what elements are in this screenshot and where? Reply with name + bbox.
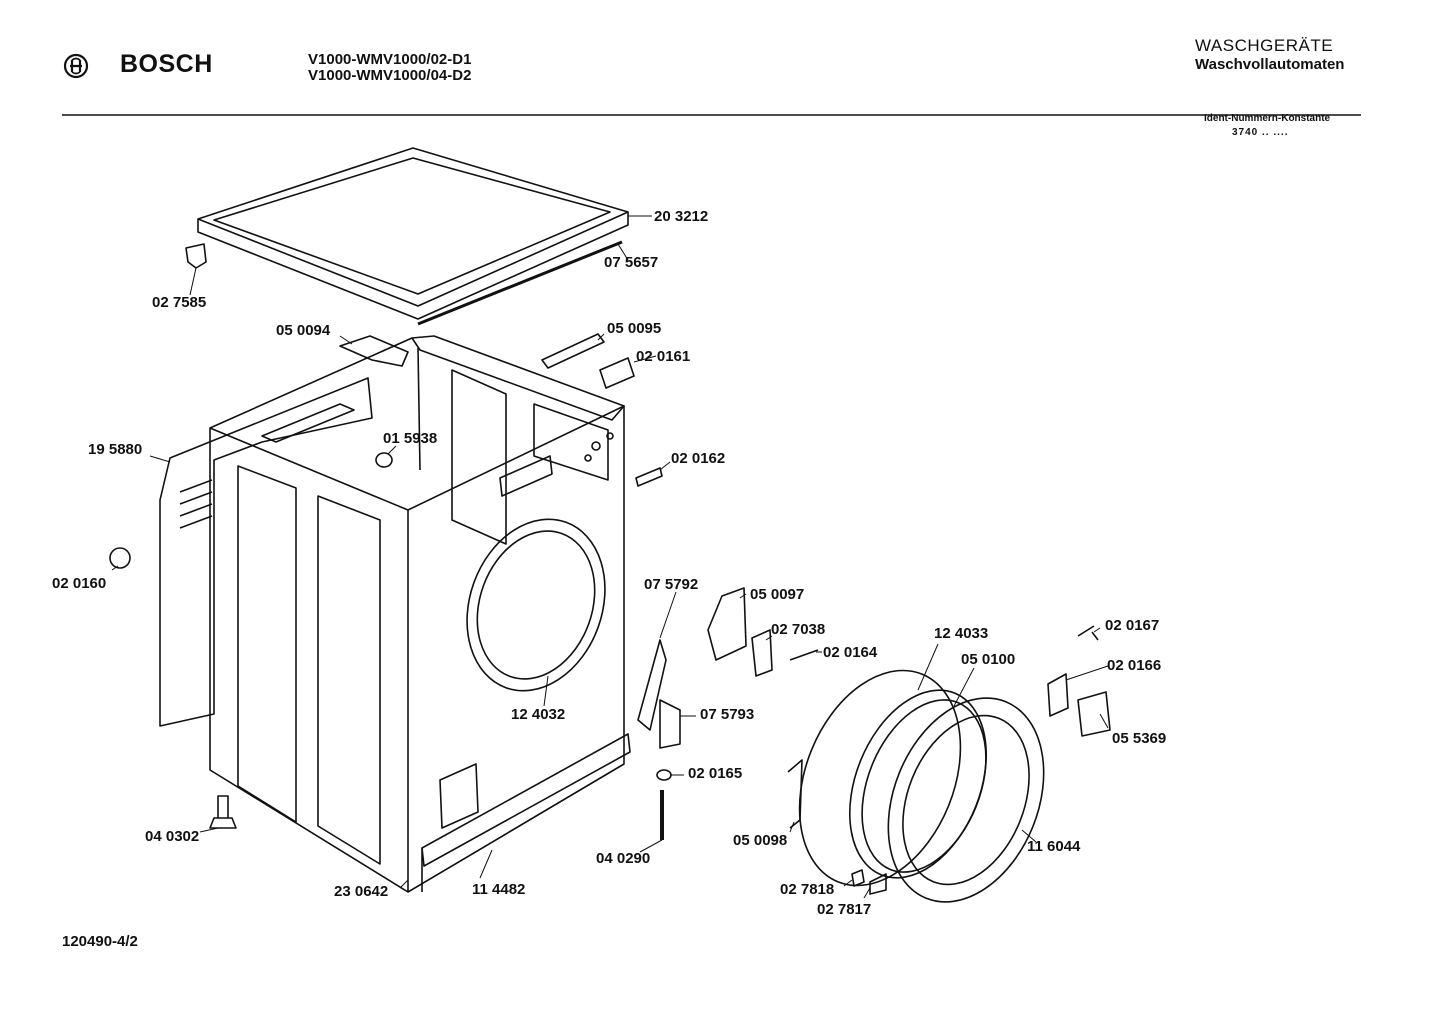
part-label: 23 0642 [334,883,389,900]
ident-label: Ident-Nummern-Konstante [1204,113,1331,124]
bracket-part [599,357,635,389]
part-label: 02 0166 [1107,657,1162,674]
door-frame [902,714,1030,886]
part-label: 20 3212 [654,208,709,225]
screw-part [789,649,819,661]
part-label: 05 0094 [276,322,331,339]
part-label: 05 0097 [750,586,805,603]
part-label: 02 7817 [817,901,872,918]
door-frame [887,697,1045,903]
part-label: 02 0167 [1105,617,1160,634]
part-label: 02 7585 [152,294,207,311]
bracket-part [541,333,605,369]
foot-part [209,795,237,829]
part-label: 02 0165 [688,765,743,782]
part-label: 12 4032 [511,706,566,723]
part-label: 19 5880 [88,441,143,458]
part-label: 04 0302 [145,828,200,845]
part-label: 02 0164 [823,644,878,661]
brand-name: BOSCH [120,50,213,78]
grommet-part [375,452,393,468]
lock-part [751,629,773,677]
model-line-1: V1000-WMV1000/02-D1 [308,51,472,68]
part-label: 02 0160 [52,575,107,592]
control-cutout [499,455,553,497]
screw-part [851,869,865,887]
model-line-2: V1000-WMV1000/04-D2 [308,67,472,84]
part-label: 02 0161 [636,348,691,365]
top-cover-part [197,147,629,320]
handle-part [1077,691,1111,737]
part-label: 12 4033 [934,625,989,642]
part-label: 02 7818 [780,881,835,898]
frame-rear-post [417,347,421,471]
spring-part [1077,625,1099,641]
part-label: 01 5938 [383,430,438,447]
frame-top-part [411,335,625,421]
part-label: 11 4482 [472,881,526,898]
bracket-part [339,335,409,367]
door-gasket [861,699,987,873]
bracket-part [185,243,207,269]
hinge-block [659,699,681,749]
clip-part [635,467,663,487]
ident-value: 3740 .. .... [1232,127,1289,138]
part-label: 02 7038 [771,621,826,638]
frame-side-panel [451,369,507,545]
service-hatch [439,763,479,829]
part-label: 04 0290 [596,850,651,867]
seal-strip-part [417,240,623,326]
part-label: 07 5793 [700,706,755,723]
hinge-part [637,639,667,731]
part-label: 05 0098 [733,832,788,849]
part-label: 11 6044 [1027,838,1081,855]
door-bowl [798,669,962,887]
document-number: 120490-4/2 [62,933,138,950]
frame-side-panel [533,403,609,481]
bush-part [656,769,672,781]
bosch-logo-icon [63,53,89,79]
category-subtitle: Waschvollautomaten [1195,56,1345,73]
part-label: 05 5369 [1112,730,1167,747]
part-label: 05 0100 [961,651,1016,668]
part-label: 07 5657 [604,254,659,271]
header-divider [62,114,1361,116]
rear-side-panel [159,377,373,727]
handle-part [1047,673,1069,717]
cabinet-part [209,337,625,893]
lock-part [707,587,747,661]
category-title: WASCHGERÄTE [1195,36,1334,55]
part-label: 05 0095 [607,320,662,337]
door-opening [466,518,606,692]
part-label: 02 0162 [671,450,726,467]
plinth-part [421,733,631,867]
clip-part [109,547,131,569]
washer-part [869,873,887,895]
bracket-part [787,759,803,829]
part-label: 07 5792 [644,576,699,593]
